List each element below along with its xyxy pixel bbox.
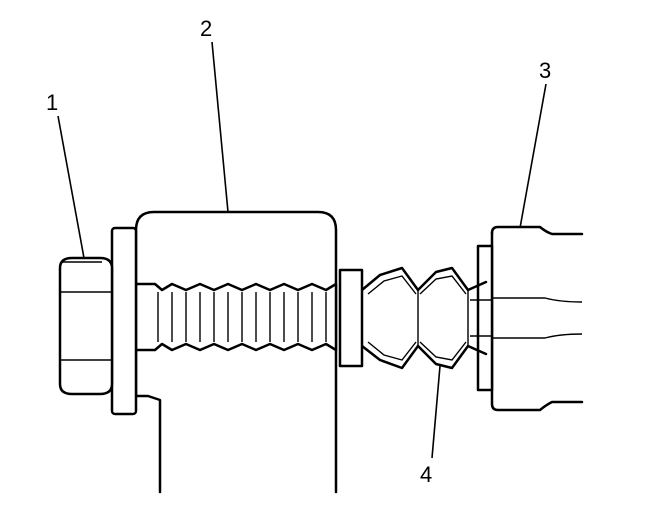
callout-4: 4	[420, 462, 432, 487]
shaft-housing	[470, 225, 584, 412]
threaded-rod	[134, 282, 338, 352]
spacer-washer	[338, 268, 364, 368]
leader-line-4	[431, 365, 441, 459]
callout-2: 2	[200, 16, 212, 41]
bolt	[58, 226, 138, 416]
callout-3: 3	[539, 58, 551, 83]
callout-1: 1	[46, 90, 58, 115]
tool-body	[134, 210, 338, 494]
boot	[360, 266, 488, 370]
leader-line-2	[211, 41, 229, 213]
leader-line-1	[57, 115, 85, 259]
leader-lines	[57, 41, 547, 459]
leader-line-3	[519, 83, 547, 229]
